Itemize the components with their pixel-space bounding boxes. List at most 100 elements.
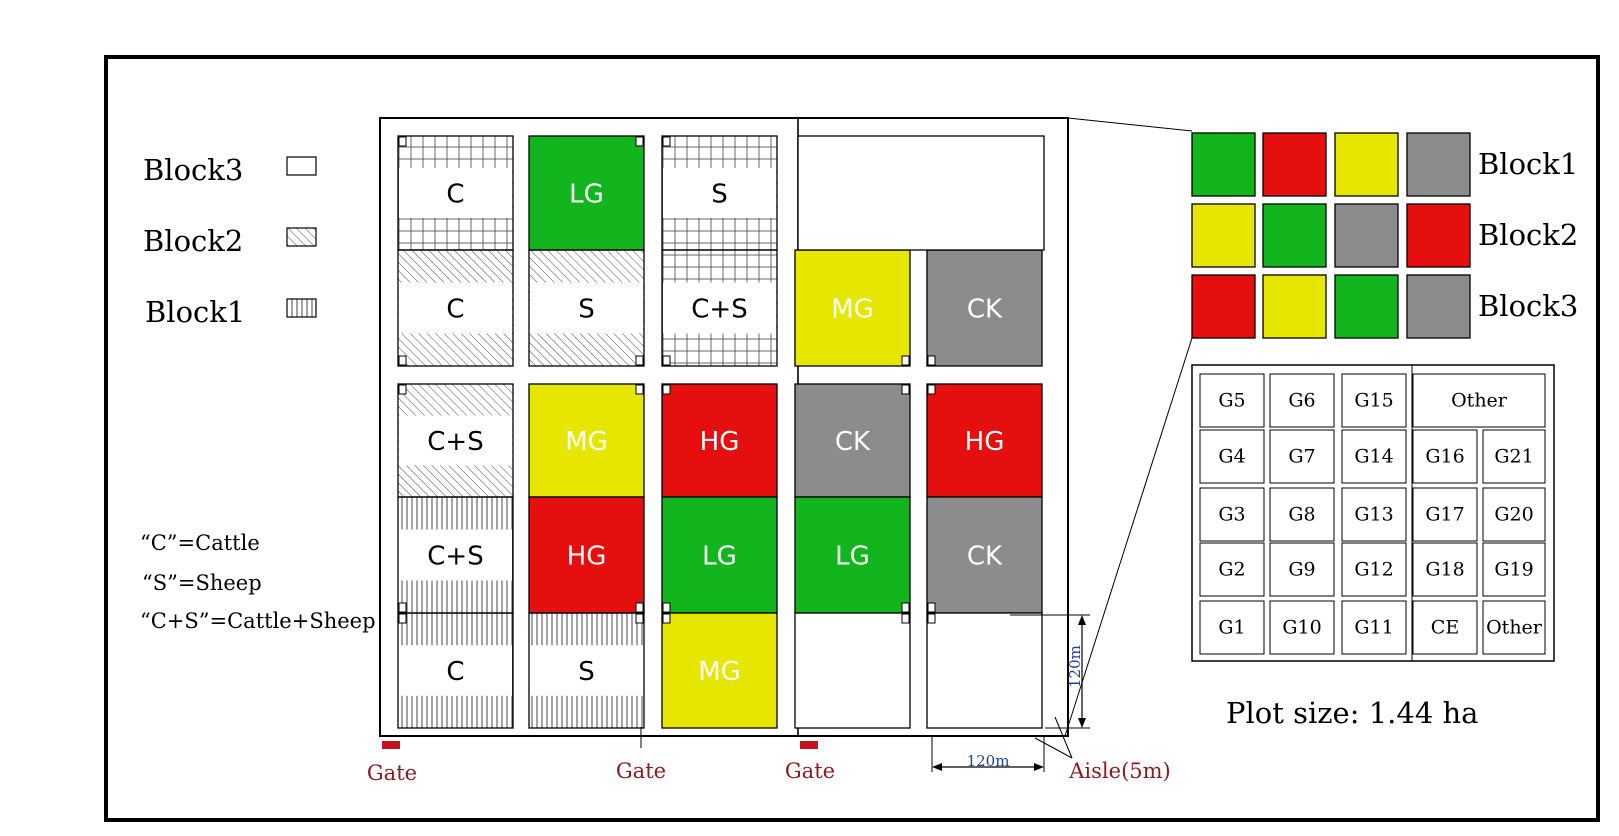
species-label: G8 — [1288, 504, 1315, 526]
plot-label: CK — [835, 427, 871, 457]
plot-cell — [528, 496, 645, 614]
block-color-cell — [1191, 203, 1256, 268]
plot: C — [397, 249, 514, 367]
species-cell — [1269, 429, 1335, 484]
dim-vertical-arrow-bottom — [1078, 718, 1086, 728]
plot: C+S — [661, 249, 778, 367]
plot-label: HG — [965, 427, 1005, 457]
dim-vertical-arrow-top — [1078, 615, 1086, 625]
plot: CK — [794, 383, 911, 498]
block-color-cell — [1191, 132, 1256, 197]
species-cell — [1199, 542, 1265, 597]
species-cell — [1199, 600, 1265, 655]
plot-label-band — [399, 415, 512, 466]
plot-corner-marker — [398, 384, 407, 395]
species-cell — [1412, 600, 1478, 655]
block-color-cell — [1334, 132, 1399, 197]
block-design-label: Block3 — [1478, 289, 1578, 323]
legend-swatch-block3 — [286, 156, 317, 176]
plot-corner-marker — [635, 613, 644, 624]
plot-corner-marker — [662, 613, 671, 624]
plot: LG — [794, 496, 911, 614]
species-label: G14 — [1354, 446, 1393, 468]
block-color-cell — [1334, 274, 1399, 339]
species-cell — [1269, 542, 1335, 597]
species-label: G13 — [1354, 504, 1393, 526]
block-legend: Block3 Block2 Block1 — [143, 153, 317, 329]
plot: LG — [661, 496, 778, 614]
gate-label-middle: Gate — [616, 759, 666, 783]
dim-horizontal-arrow-left — [932, 763, 942, 771]
gate-marker — [800, 741, 818, 749]
plot-cell — [794, 612, 911, 729]
plot: LG — [528, 135, 645, 251]
species-cell — [1199, 429, 1265, 484]
aisle-pointer — [1034, 737, 1073, 759]
plot-label-band — [530, 645, 643, 696]
legend-swatch-block1 — [286, 298, 317, 318]
species-label: G21 — [1494, 446, 1533, 468]
plot: S — [528, 612, 645, 729]
plot-corner-marker — [398, 613, 407, 624]
plot: C+S — [397, 496, 514, 614]
species-label: G19 — [1494, 559, 1533, 581]
block-color-cell — [1334, 203, 1399, 268]
species-cell — [1341, 542, 1407, 597]
plot-cell — [528, 383, 645, 498]
species-cell — [1341, 429, 1407, 484]
species-label: Other — [1451, 390, 1508, 412]
plot: HG — [926, 383, 1043, 498]
species-label: G1 — [1218, 617, 1245, 639]
plot-corner-marker — [901, 613, 910, 624]
plot-label-band — [663, 282, 776, 334]
plot-cell — [528, 135, 645, 251]
species-label: G3 — [1218, 504, 1245, 526]
plot-cell — [794, 496, 911, 614]
species-cell — [1199, 487, 1265, 542]
legend-label-block2: Block2 — [143, 224, 243, 258]
species-label: G10 — [1282, 617, 1321, 639]
species-label: G7 — [1288, 446, 1315, 468]
plot-cell — [926, 383, 1043, 498]
dim-vertical-label: 120m — [1066, 645, 1084, 688]
plot-label: MG — [698, 657, 741, 687]
abbr-cattle: “C”=Cattle — [140, 531, 260, 555]
species-label: G18 — [1425, 559, 1464, 581]
plot-cell — [926, 496, 1043, 614]
plot: HG — [661, 383, 778, 498]
plot-label: CK — [967, 542, 1003, 572]
species-label: G15 — [1354, 390, 1393, 412]
gates: Gate Gate Gate — [367, 727, 835, 785]
species-label: CE — [1431, 617, 1459, 639]
dimension-annotations: 120m 120m Aisle(5m) — [931, 614, 1171, 783]
plot-label: MG — [565, 427, 608, 457]
species-label: G9 — [1288, 559, 1315, 581]
species-cell — [1269, 487, 1335, 542]
plot-corner-marker — [662, 355, 671, 366]
plot-corner-marker — [927, 384, 936, 395]
species-label: G11 — [1354, 617, 1393, 639]
block-color-cell — [1406, 274, 1471, 339]
plot-label: C+S — [427, 427, 483, 457]
legend-label-block3: Block3 — [143, 153, 243, 187]
species-label: G17 — [1425, 504, 1464, 526]
species-cell — [1341, 600, 1407, 655]
plot: S — [528, 249, 645, 367]
plot-corner-marker — [901, 355, 910, 366]
plot-label: HG — [700, 427, 740, 457]
species-cell — [1412, 429, 1478, 484]
plot-cell — [926, 612, 1043, 729]
plot-cell — [661, 496, 778, 614]
plot-corner-marker — [635, 136, 644, 147]
plot — [794, 612, 911, 729]
plot-label-band — [530, 282, 643, 334]
plot-label: LG — [569, 180, 604, 210]
plot-corner-marker — [398, 355, 407, 366]
aisle-label: Aisle(5m) — [1068, 759, 1170, 783]
species-label: G6 — [1288, 390, 1315, 412]
block-color-cell — [1406, 203, 1471, 268]
gate-label-right: Gate — [785, 759, 835, 783]
